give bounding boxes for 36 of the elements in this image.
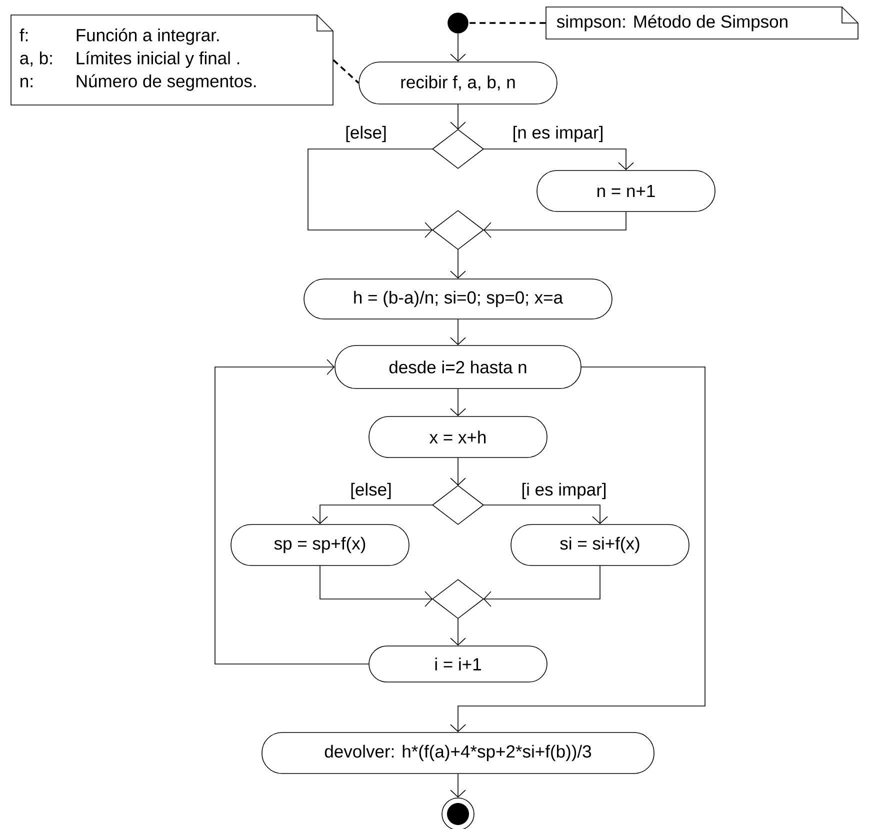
guard-label: [i es impar]: [522, 482, 606, 500]
arrow: [450, 104, 466, 130]
arrow: [308, 148, 433, 238]
leader-line: [468, 22, 546, 24]
arrow: [450, 366, 706, 732]
arrow: [483, 566, 600, 607]
end-node: [442, 798, 474, 829]
action-box: sp = sp+f(x): [230, 524, 410, 566]
action-box: recibir f, a, b, n: [358, 62, 558, 104]
action-box: x = x+h: [368, 416, 548, 458]
note-box: f: Función a integrar. a, b: Límites inicial y final . n: Número de segmentos.: [10, 14, 334, 106]
start-node: [448, 12, 468, 34]
note-box: simpson: Método de Simpson: [546, 6, 858, 40]
arrow: [214, 359, 369, 664]
arrow: [450, 33, 466, 62]
guard-label: [else]: [351, 482, 391, 500]
action-box: n = n+1: [536, 170, 716, 212]
arrow: [450, 774, 466, 798]
arrow: [450, 388, 466, 416]
action-box: desde i=2 hasta n: [334, 345, 582, 389]
guard-label: [n es impar]: [514, 126, 602, 142]
action-box: si = si+f(x): [510, 524, 690, 566]
arrow: [312, 504, 433, 524]
action-box: devolver: h*(f(a)+4*sp+2*si+f(b))/3: [262, 732, 654, 774]
leader-line: [332, 59, 360, 84]
arrow: [450, 249, 466, 279]
arrow: [450, 458, 466, 486]
arrow: [483, 504, 608, 524]
arrow: [450, 618, 466, 646]
action-box: h = (b-a)/n; si=0; sp=0; x=a: [304, 278, 612, 320]
arrow: [320, 566, 433, 607]
arrow: [483, 212, 626, 238]
guard-label: [else]: [346, 126, 386, 142]
arrow: [483, 148, 634, 170]
action-box: i = i+1: [368, 646, 548, 682]
arrow: [450, 319, 466, 346]
